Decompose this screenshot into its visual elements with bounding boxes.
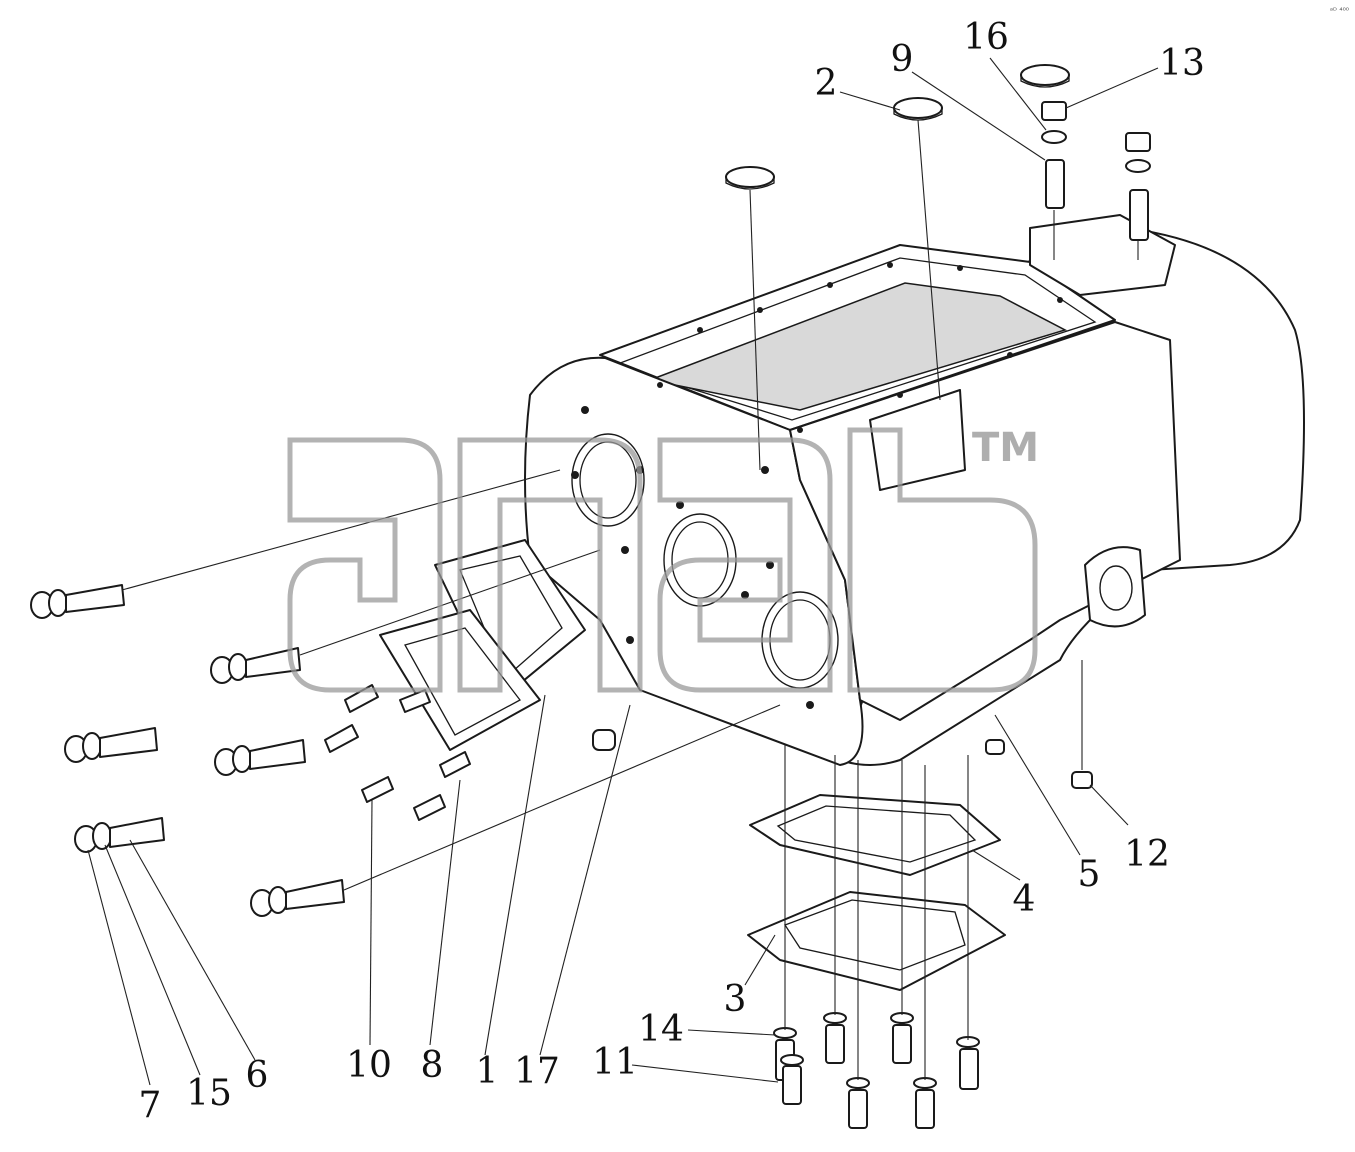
callout-17: 17 <box>514 1051 560 1092</box>
callout-6: 6 <box>245 1055 269 1096</box>
callout-1: 1 <box>475 1051 499 1092</box>
callout-7: 7 <box>138 1085 162 1126</box>
assembly-lines <box>121 119 1139 1080</box>
callout-11: 11 <box>592 1042 638 1083</box>
bottom-cover <box>747 891 1006 991</box>
bottom-gasket <box>749 794 1001 876</box>
trademark-mark: TM <box>972 425 1040 471</box>
corner-mark: ᵃᴰ ⁴⁰⁰ <box>1329 6 1349 15</box>
callout-leaders <box>87 57 1159 1086</box>
plug-17 <box>592 729 616 751</box>
watermark-logo <box>287 427 1038 693</box>
callout-12: 12 <box>1124 834 1170 875</box>
callout-5: 5 <box>1077 854 1101 895</box>
stud-assemblies <box>1041 101 1151 241</box>
callout-9: 9 <box>890 39 914 80</box>
bottom-bolts <box>773 1012 980 1129</box>
long-bolts <box>30 584 345 917</box>
callout-13: 13 <box>1159 43 1205 84</box>
callout-16: 16 <box>963 17 1009 58</box>
main-housing <box>524 214 1305 766</box>
callout-15: 15 <box>186 1073 232 1114</box>
callout-8: 8 <box>420 1045 444 1086</box>
callout-3: 3 <box>723 979 747 1020</box>
plug-caps <box>725 64 1070 190</box>
callout-4: 4 <box>1012 879 1036 920</box>
callout-2: 2 <box>814 63 838 104</box>
callout-14: 14 <box>638 1009 684 1050</box>
callout-10: 10 <box>346 1045 392 1086</box>
drain-plugs <box>985 739 1093 789</box>
